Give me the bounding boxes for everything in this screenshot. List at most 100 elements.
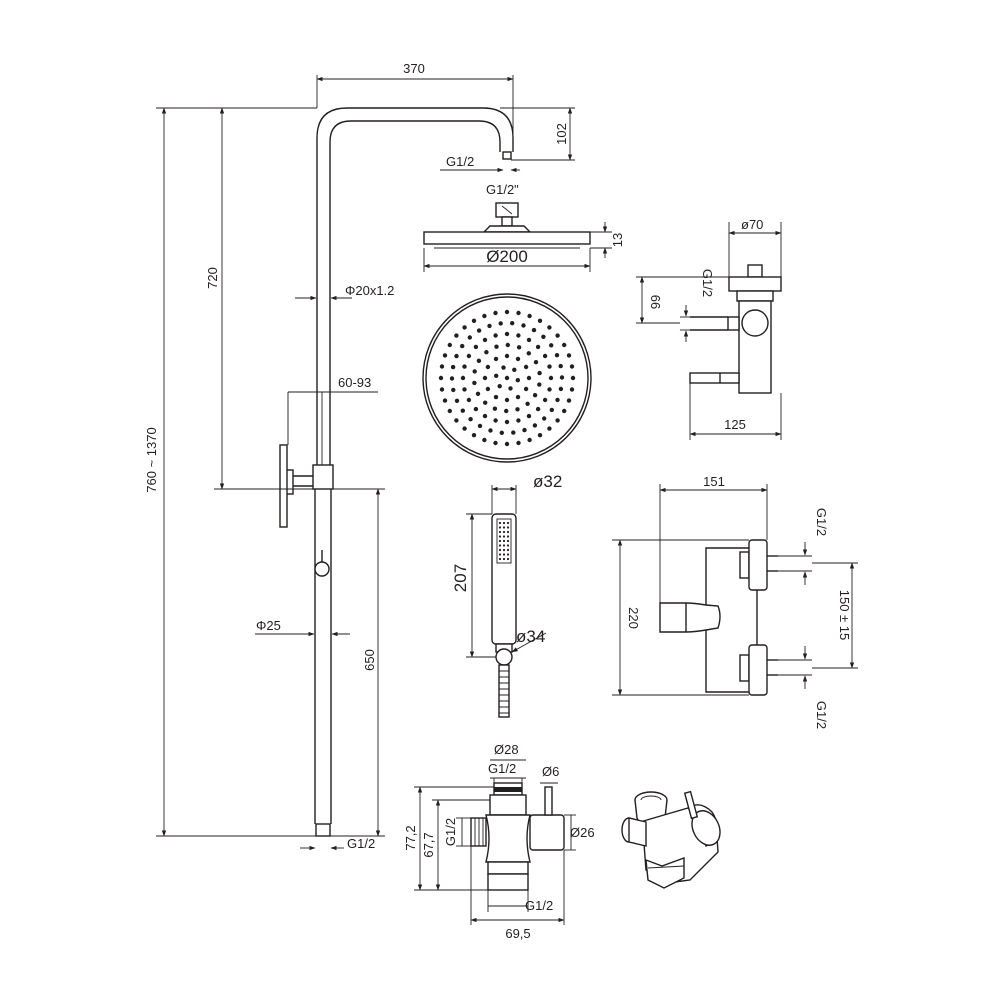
hand-nozzle-dot: [506, 544, 510, 547]
nozzle-dot: [471, 433, 477, 438]
nozzle-dot: [504, 397, 510, 403]
nozzle-dot: [472, 380, 477, 386]
nozzle-dot: [559, 375, 565, 380]
hand-nozzle-dot: [502, 557, 506, 561]
nozzle-dot: [533, 360, 539, 365]
nozzle-dot: [515, 394, 521, 400]
nozzle-dot: [555, 333, 560, 338]
nozzle-dot: [493, 333, 498, 338]
mixer-height-label: 220: [626, 607, 641, 629]
nozzle-dot: [558, 363, 563, 369]
arm-reach-label: 370: [403, 61, 425, 76]
nozzle-dot: [527, 437, 532, 443]
nozzle-dot: [482, 413, 488, 419]
nozzle-dot: [447, 342, 452, 348]
nozzle-dot: [472, 369, 477, 374]
nozzle-dot: [460, 375, 466, 381]
hand-nozzle-dot: [506, 535, 510, 538]
nozzle-dot: [555, 418, 560, 423]
nozzle-dot: [548, 375, 554, 381]
nozzle-dot: [516, 333, 521, 338]
nozzle-dot: [504, 331, 510, 337]
nozzle-dot: [525, 401, 530, 406]
nozzle-dot: [451, 387, 456, 393]
nozzle-dot: [454, 353, 459, 359]
nozzle-dot: [542, 353, 548, 359]
nozzle-dot: [483, 400, 488, 405]
bottom-thread-label: G1/2: [347, 836, 375, 851]
nozzle-dot: [527, 313, 532, 319]
nozzle-dot: [493, 394, 499, 400]
nozzle-dot: [537, 382, 542, 387]
nozzle-dot: [537, 370, 542, 376]
nozzle-dot: [523, 364, 529, 370]
valve-thread-label: G1/2: [700, 269, 715, 297]
arm-drop-label: 102: [554, 123, 569, 145]
nozzle-dot: [476, 358, 482, 363]
nozzle-dot: [460, 408, 465, 413]
nozzle-dot: [549, 343, 554, 348]
nozzle-dot: [499, 430, 504, 435]
nozzle-dot: [523, 386, 529, 392]
nozzle-dot: [542, 416, 547, 421]
nozzle-dot: [460, 343, 465, 349]
nozzle-dot: [526, 413, 532, 419]
nozzle-dot: [532, 423, 538, 428]
hand-diameter-label: ø32: [533, 472, 562, 491]
nozzle-dot: [482, 313, 487, 319]
nozzle-dot: [547, 364, 552, 369]
hand-nozzle-dot: [498, 521, 502, 525]
nozzle-dot: [466, 397, 472, 403]
nozzle-dot: [473, 344, 479, 350]
nozzle-dot: [526, 351, 531, 356]
nozzle-dot: [454, 333, 459, 338]
diverter-side-label: Ø26: [570, 825, 595, 840]
diverter-width-label: 69,5: [505, 926, 530, 941]
nozzle-dot: [487, 323, 492, 329]
nozzle-dot: [504, 353, 510, 359]
hand-nozzle-dot: [502, 544, 506, 547]
mixer-width-label: 151: [703, 474, 725, 489]
nozzle-dot: [438, 375, 444, 381]
diverter-body-label: Ø28: [494, 742, 519, 757]
nozzle-dot: [537, 433, 543, 438]
nozzle-dot: [504, 375, 510, 381]
nozzle-dot: [515, 378, 520, 383]
nozzle-dot: [516, 345, 522, 350]
hand-nozzle-dot: [502, 553, 506, 556]
mixer-thread-bottom-label: G1/2: [814, 701, 829, 729]
nozzle-dot: [547, 387, 552, 392]
nozzle-dot: [482, 437, 487, 443]
nozzle-dot: [475, 391, 481, 396]
nozzle-dot: [535, 406, 541, 412]
nozzle-dot: [462, 387, 467, 392]
nozzle-dot: [555, 397, 560, 403]
nozzle-dot: [515, 407, 520, 412]
nozzle-dot: [526, 337, 532, 343]
nozzle-dot: [566, 353, 572, 358]
hand-nozzle-dot: [498, 553, 502, 556]
nozzle-dot: [462, 426, 467, 431]
nozzle-dot: [493, 440, 498, 446]
hand-nozzle-dot: [506, 521, 510, 525]
nozzle-dot: [554, 353, 560, 358]
nozzle-dot: [501, 365, 506, 370]
wall-mixer: 151 220 G1/2 150 ± 15 G1/2: [612, 474, 858, 729]
valve-depth-label: 125: [724, 417, 746, 432]
hand-nozzle-dot: [502, 526, 506, 529]
diverter-isometric: [621, 790, 721, 889]
nozzle-dot: [494, 344, 499, 349]
nozzle-dot: [516, 310, 521, 316]
nozzle-dot: [537, 318, 543, 323]
hand-nozzle-dot: [506, 530, 510, 534]
hand-nozzle-dot: [506, 526, 510, 529]
lower-length-label: 650: [362, 649, 377, 671]
nozzle-dot: [521, 323, 526, 328]
nozzle-dot: [522, 427, 527, 433]
nozzle-dot: [504, 408, 509, 414]
nozzle-dot: [488, 428, 493, 433]
nozzle-dot: [516, 440, 521, 446]
nozzle-pattern: [438, 309, 576, 447]
head-shower-side: G1/2" 13 Ø200: [423, 182, 625, 272]
